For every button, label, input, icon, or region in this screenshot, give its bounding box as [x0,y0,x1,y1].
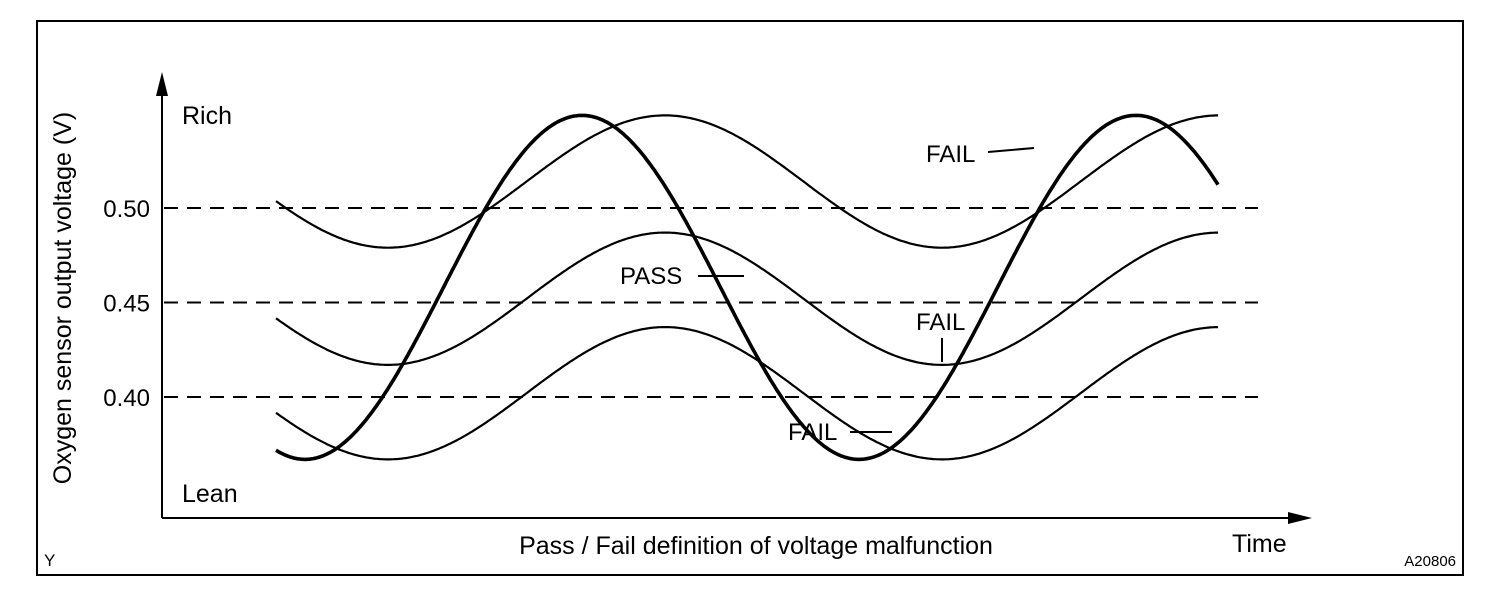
fail-curve [275,114,1218,249]
lean-label: Lean [182,480,238,508]
figure-id: A20806 [1404,553,1456,570]
threshold-lines: 0.50 0.45 0.40 [103,196,1258,412]
time-label: Time [1232,530,1287,558]
figure-frame [36,20,1464,576]
fail-curve [275,326,1218,461]
fail-label-top: FAIL [926,141,975,168]
rich-label: Rich [182,102,232,130]
threshold-tick-label: 0.45 [103,291,150,318]
fail-label-bottom: FAIL [788,419,837,446]
threshold-tick-label: 0.50 [103,196,150,223]
pass-label: PASS [620,263,682,290]
y-axis-label: Oxygen sensor output voltage (V) [49,112,77,484]
pass-curve [275,113,1220,462]
threshold-tick-label: 0.40 [103,385,150,412]
fail-curve [275,231,1218,366]
fail-leader-top [987,147,1035,153]
x-axis-arrow [1288,512,1312,524]
caption: Pass / Fail definition of voltage malfun… [519,532,993,560]
fail-label-middle: FAIL [916,309,965,336]
corner-code: Y [44,551,55,570]
waveform-curves [275,113,1220,462]
y-axis-arrow [156,72,168,96]
